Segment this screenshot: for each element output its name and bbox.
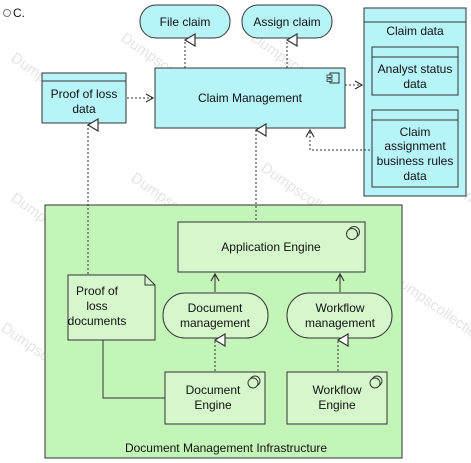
proof-of-loss-documents-label-line1: Proof of bbox=[76, 284, 119, 298]
radio-icon bbox=[3, 9, 11, 17]
workflow-management-label-line2: management bbox=[305, 316, 376, 330]
system-software-icon bbox=[369, 375, 383, 389]
proof-of-loss-documents-label-line3: documents bbox=[68, 314, 127, 328]
analyst-status-label-line2: data bbox=[403, 77, 427, 91]
analyst-status-data-object: Analyst status data bbox=[371, 46, 459, 96]
document-engine-label-line1: Document bbox=[186, 383, 241, 397]
file-claim-label: File claim bbox=[160, 15, 211, 29]
document-management-service: Document management bbox=[162, 292, 269, 339]
workflow-engine-label-line1: Workflow bbox=[312, 383, 361, 397]
document-engine-label-line2: Engine bbox=[194, 398, 232, 412]
workflow-management-service: Workflow management bbox=[286, 292, 393, 339]
proof-of-loss-documents-artifact: Proof of loss documents bbox=[67, 274, 156, 341]
application-engine-node: Application Engine bbox=[177, 221, 366, 273]
proof-of-loss-data-label-line1: Proof of loss bbox=[51, 87, 118, 101]
assignment-rules-label-line2: assignment bbox=[384, 139, 446, 153]
option-text: C. bbox=[13, 6, 25, 20]
access-from-rules-data bbox=[305, 128, 370, 151]
assignment-rules-label-line3: business rules bbox=[377, 154, 454, 168]
option-label: C. bbox=[3, 6, 25, 20]
document-management-label-line2: management bbox=[180, 316, 251, 330]
proof-of-loss-data-label-line2: data bbox=[72, 102, 96, 116]
workflow-engine-label-line2: Engine bbox=[318, 398, 356, 412]
analyst-status-label-line1: Analyst status bbox=[378, 62, 453, 76]
assign-claim-service: Assign claim bbox=[241, 4, 333, 39]
system-software-icon bbox=[346, 226, 360, 240]
claim-management-label: Claim Management bbox=[198, 91, 303, 105]
infrastructure-label: Document Management Infrastructure bbox=[125, 441, 327, 455]
file-claim-service: File claim bbox=[139, 4, 231, 39]
component-icon bbox=[326, 72, 340, 84]
claim-management-component: Claim Management bbox=[154, 67, 346, 129]
connectors bbox=[88, 40, 370, 399]
proof-of-loss-documents-label-line2: loss bbox=[86, 299, 107, 313]
document-management-label-line1: Document bbox=[188, 301, 243, 315]
assignment-rules-label-line1: Claim bbox=[400, 125, 431, 139]
association-documents-engine bbox=[102, 340, 165, 399]
system-software-icon bbox=[247, 375, 261, 389]
document-engine-node: Document Engine bbox=[164, 371, 266, 425]
assignment-rules-data-object: Claim assignment business rules data bbox=[371, 109, 459, 188]
application-engine-label: Application Engine bbox=[221, 240, 321, 254]
proof-of-loss-data-object: Proof of loss data bbox=[41, 72, 127, 124]
workflow-engine-node: Workflow Engine bbox=[286, 371, 388, 425]
workflow-management-label-line1: Workflow bbox=[315, 301, 364, 315]
assignment-rules-label-line4: data bbox=[403, 169, 427, 183]
claim-data-label: Claim data bbox=[386, 24, 444, 38]
assign-claim-label: Assign claim bbox=[253, 15, 320, 29]
